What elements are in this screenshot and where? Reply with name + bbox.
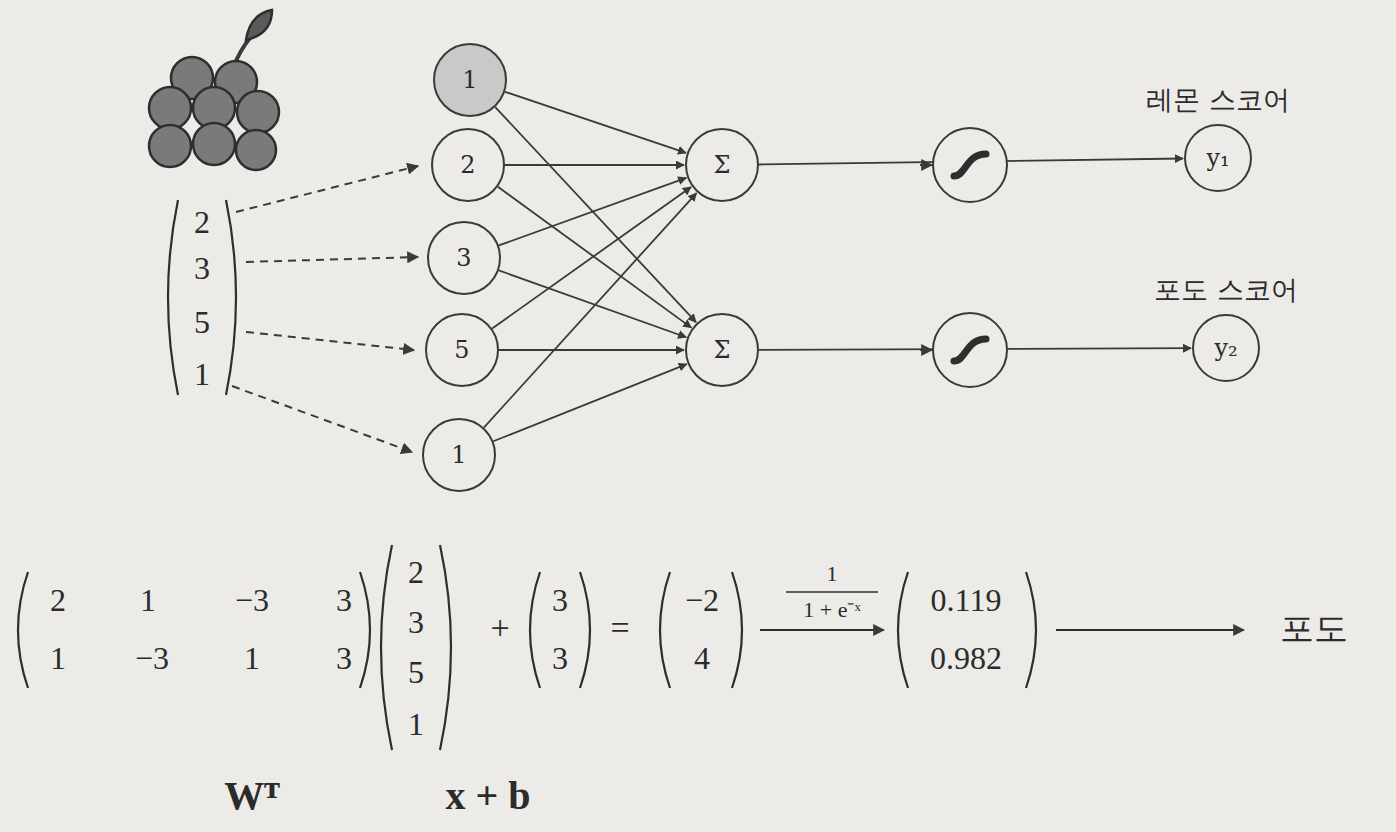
sum-neuron: Σ bbox=[685, 313, 759, 387]
input-neuron: 1 bbox=[422, 418, 496, 492]
input-neuron: 3 bbox=[427, 221, 501, 295]
vector-entry: 5 bbox=[194, 306, 210, 338]
fraction-denominator: 1 + e⁻ˣ bbox=[803, 599, 861, 621]
sigmoid-symbol bbox=[954, 339, 986, 361]
arrowhead-stub bbox=[920, 164, 932, 166]
equation-arrow bbox=[760, 629, 884, 631]
vector-entry: 3 bbox=[194, 252, 210, 284]
matrix-entry: −3 bbox=[235, 584, 269, 616]
input-neuron: 2 bbox=[431, 128, 505, 202]
input-neuron: 1 bbox=[433, 43, 507, 117]
neuron-label: 5 bbox=[454, 336, 469, 364]
grape-berry bbox=[149, 87, 191, 129]
symbol-label: Wᵀ bbox=[224, 776, 279, 816]
neuron-label: 1 bbox=[462, 66, 477, 94]
neuron-label: y₁ bbox=[1206, 144, 1229, 172]
dashed-arrows bbox=[232, 166, 418, 452]
parenthesis bbox=[732, 572, 742, 688]
weight-connector bbox=[493, 364, 686, 441]
parenthesis bbox=[530, 572, 540, 688]
dashed-arrow bbox=[246, 332, 414, 350]
result-entry: 0.119 bbox=[931, 584, 1002, 616]
vector-entry: 3 bbox=[408, 606, 424, 638]
weight-connector bbox=[499, 349, 684, 351]
sigmoid-symbol bbox=[954, 154, 986, 176]
parenthesis bbox=[580, 572, 590, 688]
neuron-label: Σ bbox=[714, 336, 731, 364]
neuron-label: Σ bbox=[714, 151, 731, 179]
weight-connector bbox=[492, 187, 691, 329]
score-label: 포도 스코어 bbox=[1154, 272, 1298, 308]
operator: + bbox=[490, 611, 509, 645]
parenthesis bbox=[360, 572, 370, 688]
vector-entry: 2 bbox=[194, 206, 210, 238]
result-entry: 0.982 bbox=[930, 642, 1002, 674]
parenthesis bbox=[1026, 572, 1036, 688]
neuron-label: 1 bbox=[451, 441, 466, 469]
weight-connector bbox=[484, 193, 697, 427]
weight-connector bbox=[505, 164, 684, 166]
neuron-label: 2 bbox=[460, 151, 475, 179]
parentheses bbox=[18, 200, 1036, 750]
matrix-entry: 1 bbox=[50, 642, 66, 674]
sum-neuron: Σ bbox=[685, 128, 759, 202]
grape-berry bbox=[193, 123, 235, 165]
score-label: 레몬 스코어 bbox=[1146, 82, 1290, 118]
symbol-label: x + b bbox=[445, 776, 530, 816]
bias-entry: 3 bbox=[552, 584, 568, 616]
grape-berry bbox=[149, 125, 191, 167]
result-entry: 4 bbox=[694, 642, 710, 674]
parenthesis bbox=[168, 200, 178, 395]
neuron-label: y₂ bbox=[1214, 334, 1237, 362]
vector-entry: 5 bbox=[408, 656, 424, 688]
vector-entry: 1 bbox=[194, 358, 210, 390]
parenthesis bbox=[898, 572, 908, 688]
matrix-entry: 3 bbox=[336, 642, 352, 674]
weight-connector bbox=[505, 92, 686, 153]
dashed-arrow bbox=[232, 386, 412, 452]
fraction-numerator: 1 bbox=[827, 563, 838, 585]
sigmoid-circle bbox=[933, 313, 1007, 387]
parenthesis bbox=[381, 545, 392, 750]
input-neuron: 5 bbox=[425, 313, 499, 387]
vector-entry: 1 bbox=[408, 708, 424, 740]
sigmoid-unit bbox=[920, 313, 1007, 387]
neuron-label: 3 bbox=[456, 244, 471, 272]
equation-arrow bbox=[1056, 629, 1244, 631]
operator: = bbox=[610, 611, 629, 645]
parenthesis bbox=[660, 572, 670, 688]
output-neuron: 레몬 스코어y₁ bbox=[1184, 124, 1252, 192]
grape-icon bbox=[149, 10, 279, 170]
grape-berry bbox=[237, 91, 279, 133]
fraction-bar bbox=[786, 591, 878, 593]
prediction-label: 포도 bbox=[1280, 611, 1348, 645]
dashed-arrow bbox=[246, 257, 418, 262]
matrix-entry: 3 bbox=[336, 584, 352, 616]
bias-entry: 3 bbox=[552, 642, 568, 674]
result-entry: −2 bbox=[685, 584, 719, 616]
sigmoid-circle bbox=[933, 128, 1007, 202]
parenthesis bbox=[18, 572, 28, 688]
parenthesis bbox=[440, 545, 451, 750]
matrix-entry: 1 bbox=[140, 584, 156, 616]
matrix-entry: 2 bbox=[50, 584, 66, 616]
dashed-arrow bbox=[236, 166, 418, 212]
grape-leaf bbox=[246, 10, 272, 40]
output-neuron: 포도 스코어y₂ bbox=[1192, 314, 1260, 382]
weight-connector bbox=[495, 107, 696, 322]
matrix-entry: 1 bbox=[244, 642, 260, 674]
arrowhead-stub bbox=[920, 349, 932, 351]
vector-entry: 2 bbox=[408, 556, 424, 588]
parenthesis bbox=[226, 200, 236, 395]
matrix-entry: −3 bbox=[135, 642, 169, 674]
sigmoid-unit bbox=[920, 128, 1007, 202]
grape-berry bbox=[236, 130, 276, 170]
